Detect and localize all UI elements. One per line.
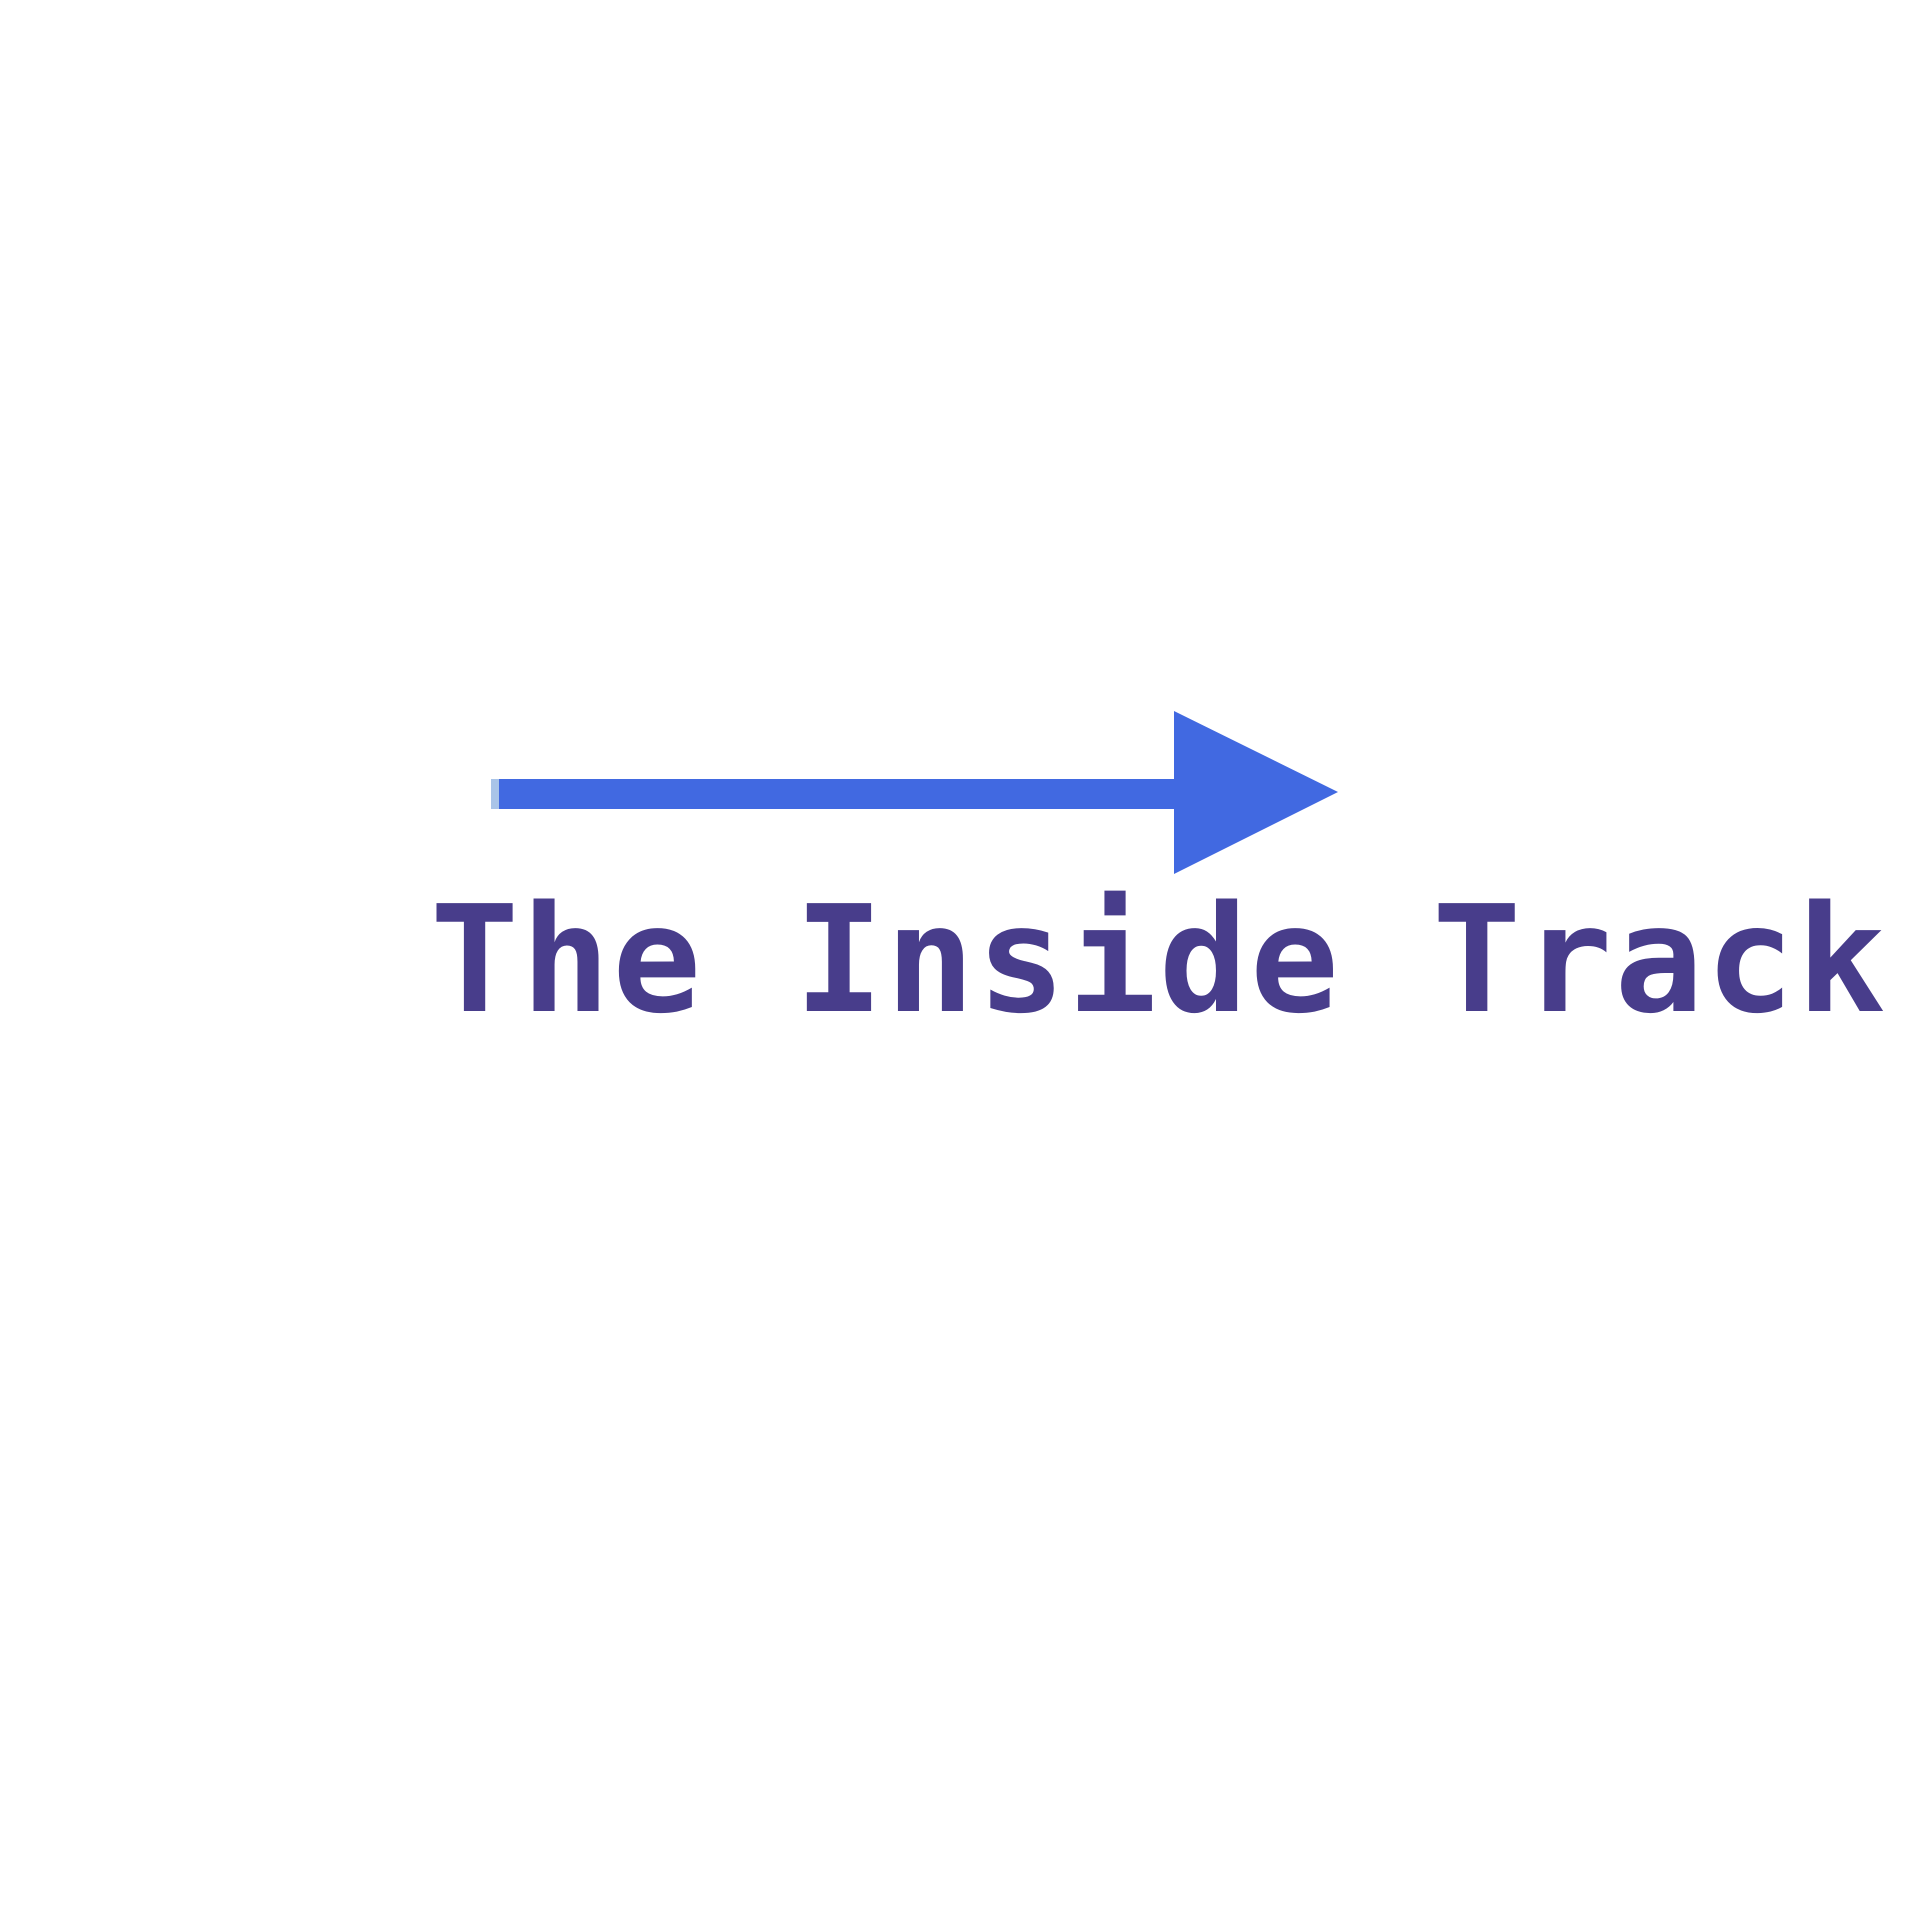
arrow-shaft bbox=[491, 779, 1187, 809]
arrow-tail bbox=[491, 779, 499, 809]
arrow-head bbox=[1174, 711, 1338, 874]
logo-wordmark: The Inside Track bbox=[430, 874, 1888, 1046]
